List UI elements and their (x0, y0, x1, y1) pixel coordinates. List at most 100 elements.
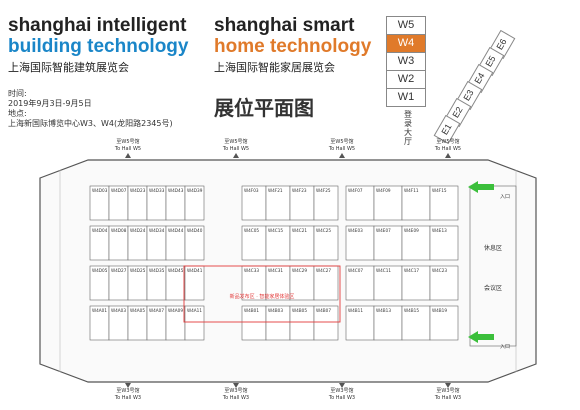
booth-code: W4A11 (187, 308, 202, 313)
booth-w4c33[interactable] (241, 265, 267, 301)
booth-code: W4C07 (348, 268, 363, 273)
product-launch-zone (183, 265, 341, 323)
booth-w4d40[interactable] (184, 225, 205, 261)
booth-code: W4D40 (187, 228, 203, 233)
hall-w5[interactable]: W5 (387, 17, 425, 35)
hall-w1[interactable]: W1 (397, 91, 415, 103)
booth-w4f09[interactable] (373, 185, 403, 221)
booth-code: W4F11 (404, 188, 419, 193)
booth-code: W4D41 (187, 268, 203, 273)
booth-w4c05[interactable] (241, 225, 267, 261)
booth-code: W4D08 (111, 228, 127, 233)
to-w5-label-2: To Hall W5 (222, 146, 249, 152)
hall-w4[interactable]: W4 (387, 35, 425, 53)
booth-code: W4F09 (376, 188, 391, 193)
booth-code: W4B03 (268, 308, 283, 313)
booth-w4c07[interactable] (345, 265, 375, 301)
booth-code: W4D34 (149, 228, 165, 233)
booth-w4c23[interactable] (429, 265, 459, 301)
booth-w4c27[interactable] (313, 265, 339, 301)
booth-code: W4D27 (111, 268, 127, 273)
booth-code: W4F07 (348, 188, 363, 193)
entrance-arrows (468, 181, 494, 343)
to-w3-label-1: To Hall W3 (114, 395, 141, 401)
booth-code: W4A07 (149, 308, 164, 313)
booth-code: W4A01 (92, 308, 107, 313)
entrance-label-bottom: 入口 (500, 344, 510, 350)
booth-w4f03[interactable] (241, 185, 267, 221)
booth-code: W4E13 (432, 228, 447, 233)
zone-label: 新品发布区 · 智能家居体验区 (230, 293, 295, 300)
booth-code: W4E09 (404, 228, 419, 233)
w3-cn-label-2: 至W3号馆 (224, 387, 247, 394)
hall-w2[interactable]: W2 (387, 71, 425, 89)
booth-w4e13[interactable] (429, 225, 459, 261)
w5-cn-label-1: 至W5号馆 (116, 138, 139, 145)
booth-code: W4A05 (130, 308, 145, 313)
booth-w4b03[interactable] (265, 305, 291, 341)
info-time-label: 时间: (8, 89, 27, 98)
right-brand-cn: 上海国际智能家居展览会 (214, 61, 335, 74)
booth-code: W4C15 (268, 228, 283, 233)
booth-w4a11[interactable] (184, 305, 205, 341)
booth-w4d39[interactable] (184, 185, 205, 221)
booth-code: W4D03 (92, 188, 108, 193)
booth-w4e07[interactable] (373, 225, 403, 261)
booth-code: W4D44 (168, 228, 184, 233)
booth-code: W4F15 (432, 188, 447, 193)
booth-w4f25[interactable] (313, 185, 339, 221)
to-w3-label-4: To Hall W3 (434, 395, 461, 401)
booth-w4f07[interactable] (345, 185, 375, 221)
booth-code: W4D04 (92, 228, 108, 233)
info-place-label: 地点: (8, 109, 27, 118)
booth-code: W4B11 (348, 308, 363, 313)
left-brand-line1: shanghai intelligent (8, 15, 187, 36)
booth-code: W4C17 (404, 268, 419, 273)
booth-code: W4D25 (130, 268, 146, 273)
booth-code: W4D24 (130, 228, 146, 233)
booth-code: W4C27 (316, 268, 331, 273)
booth-w4b01[interactable] (241, 305, 267, 341)
booth-w4b07[interactable] (313, 305, 339, 341)
booth-code: W4D23 (130, 188, 146, 193)
lobby-label: 登录大厅 (404, 110, 412, 146)
entrance-arrow-bottom (468, 331, 494, 343)
to-w3-label-3: To Hall W3 (328, 395, 355, 401)
lounge-label: 休息区 (484, 244, 502, 252)
right-brand-line1: shanghai smart (214, 15, 355, 36)
booth-code: W4B13 (376, 308, 391, 313)
booth-code: W4F25 (316, 188, 331, 193)
page-title: 展位平面图 (214, 96, 314, 120)
booth-w4c25[interactable] (313, 225, 339, 261)
info-time: 2019年9月3日-9月5日 (8, 99, 92, 108)
booth-code: W4E07 (376, 228, 391, 233)
booth-w4b11[interactable] (345, 305, 375, 341)
to-w5-label-4: To Hall W5 (434, 146, 461, 152)
booth-code: W4C05 (244, 228, 259, 233)
booth-code: W4A09 (168, 308, 183, 313)
booth-w4c11[interactable] (373, 265, 403, 301)
booth-code: W4C31 (268, 268, 283, 273)
booth-w4c31[interactable] (265, 265, 291, 301)
booth-code: W4D33 (149, 188, 165, 193)
booth-w4b19[interactable] (429, 305, 459, 341)
booth-w4c29[interactable] (289, 265, 315, 301)
booth-code: W4D07 (111, 188, 127, 193)
info-place: 上海新国际博览中心W3、W4(龙阳路2345号) (8, 119, 173, 128)
hall-w3[interactable]: W3 (387, 53, 425, 71)
booth-code: W4F03 (244, 188, 259, 193)
w3-cn-label-1: 至W3号馆 (116, 387, 139, 394)
w5-cn-label-3: 至W5号馆 (330, 138, 353, 145)
booth-w4f11[interactable] (401, 185, 431, 221)
booth-w4f15[interactable] (429, 185, 459, 221)
booth-code: W4F23 (292, 188, 307, 193)
w5-cn-label-4: 至W5号馆 (436, 138, 459, 145)
booth-code: W4C23 (432, 268, 447, 273)
booth-code: W4E03 (348, 228, 363, 233)
meeting-label: 会议区 (484, 284, 502, 292)
booth-code: W4B05 (292, 308, 307, 313)
booth-w4e03[interactable] (345, 225, 375, 261)
to-w5-label-3: To Hall W5 (328, 146, 355, 152)
left-brand-cn: 上海国际智能建筑展览会 (8, 61, 129, 74)
